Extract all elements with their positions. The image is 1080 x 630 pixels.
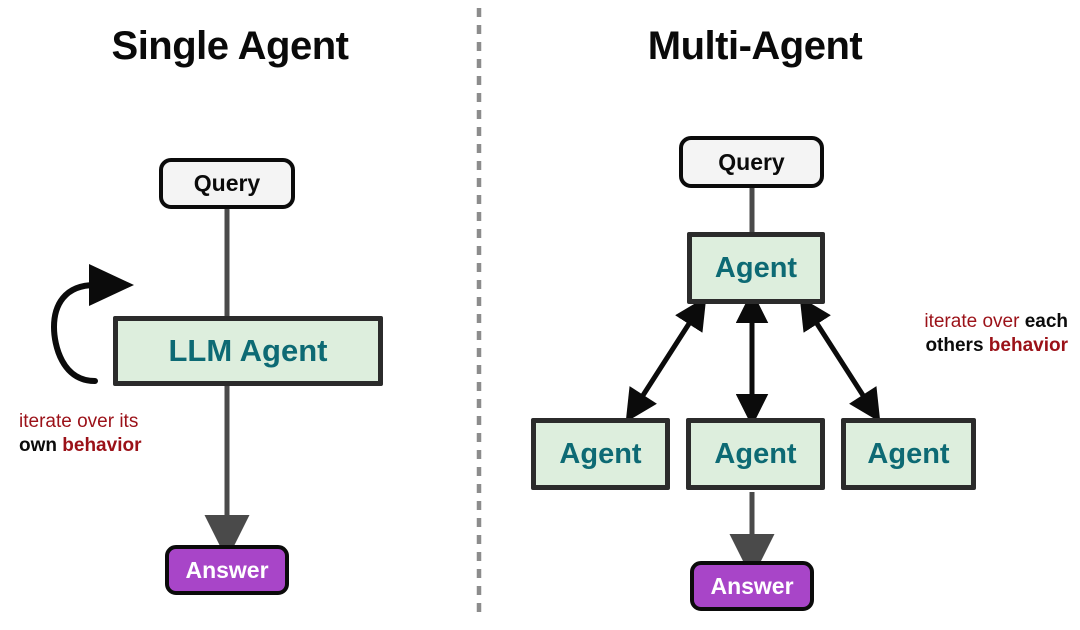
edge-lead-to-subagent-3 (799, 296, 881, 423)
annotation-single-line2-behavior: behavior (62, 435, 142, 456)
node-answer-left-label: Answer (185, 556, 269, 583)
node-query-left-label: Query (193, 170, 261, 196)
node-llm-agent-label: LLM Agent (168, 333, 328, 368)
node-sub-agent-3[interactable]: Agent (841, 418, 976, 490)
annotation-multi-line1-each: each (1024, 311, 1068, 332)
annotation-multi-agent: iterate over each others behavior (820, 310, 1068, 358)
node-query-left[interactable]: Query (159, 158, 295, 209)
self-loop-arrow (50, 264, 134, 384)
node-answer-left[interactable]: Answer (165, 545, 289, 595)
annotation-single-line1-red: iterate over its (19, 411, 139, 432)
node-sub-agent-2[interactable]: Agent (686, 418, 825, 490)
node-query-right-label: Query (718, 148, 785, 175)
node-answer-right[interactable]: Answer (690, 561, 814, 611)
annotation-multi-line2-behavior: behavior (988, 335, 1068, 356)
annotation-multi-line2-others: others (925, 335, 984, 356)
node-lead-agent[interactable]: Agent (687, 232, 825, 304)
node-lead-agent-label: Agent (714, 251, 798, 284)
node-sub-agent-3-label: Agent (867, 437, 950, 470)
annotation-multi-agent-line1: iterate over each (820, 310, 1068, 334)
annotation-multi-line1-red: iterate over (924, 311, 1020, 332)
annotation-single-agent-line1: iterate over its (19, 410, 249, 434)
node-llm-agent[interactable]: LLM Agent (113, 316, 383, 386)
left-panel-title: Single Agent (111, 24, 349, 68)
node-query-right[interactable]: Query (679, 136, 824, 188)
node-answer-right-label: Answer (710, 572, 794, 599)
node-sub-agent-1[interactable]: Agent (531, 418, 670, 490)
node-sub-agent-2-label: Agent (714, 437, 797, 470)
annotation-multi-agent-line2: others behavior (820, 334, 1068, 358)
edge-lead-to-subagent-1 (625, 296, 707, 423)
annotation-single-agent: iterate over its own behavior (19, 410, 249, 458)
right-panel-title: Multi-Agent (647, 24, 863, 68)
annotation-single-agent-line2: own behavior (19, 434, 249, 458)
annotation-single-line2-own: own (19, 435, 57, 456)
node-sub-agent-1-label: Agent (559, 437, 642, 470)
